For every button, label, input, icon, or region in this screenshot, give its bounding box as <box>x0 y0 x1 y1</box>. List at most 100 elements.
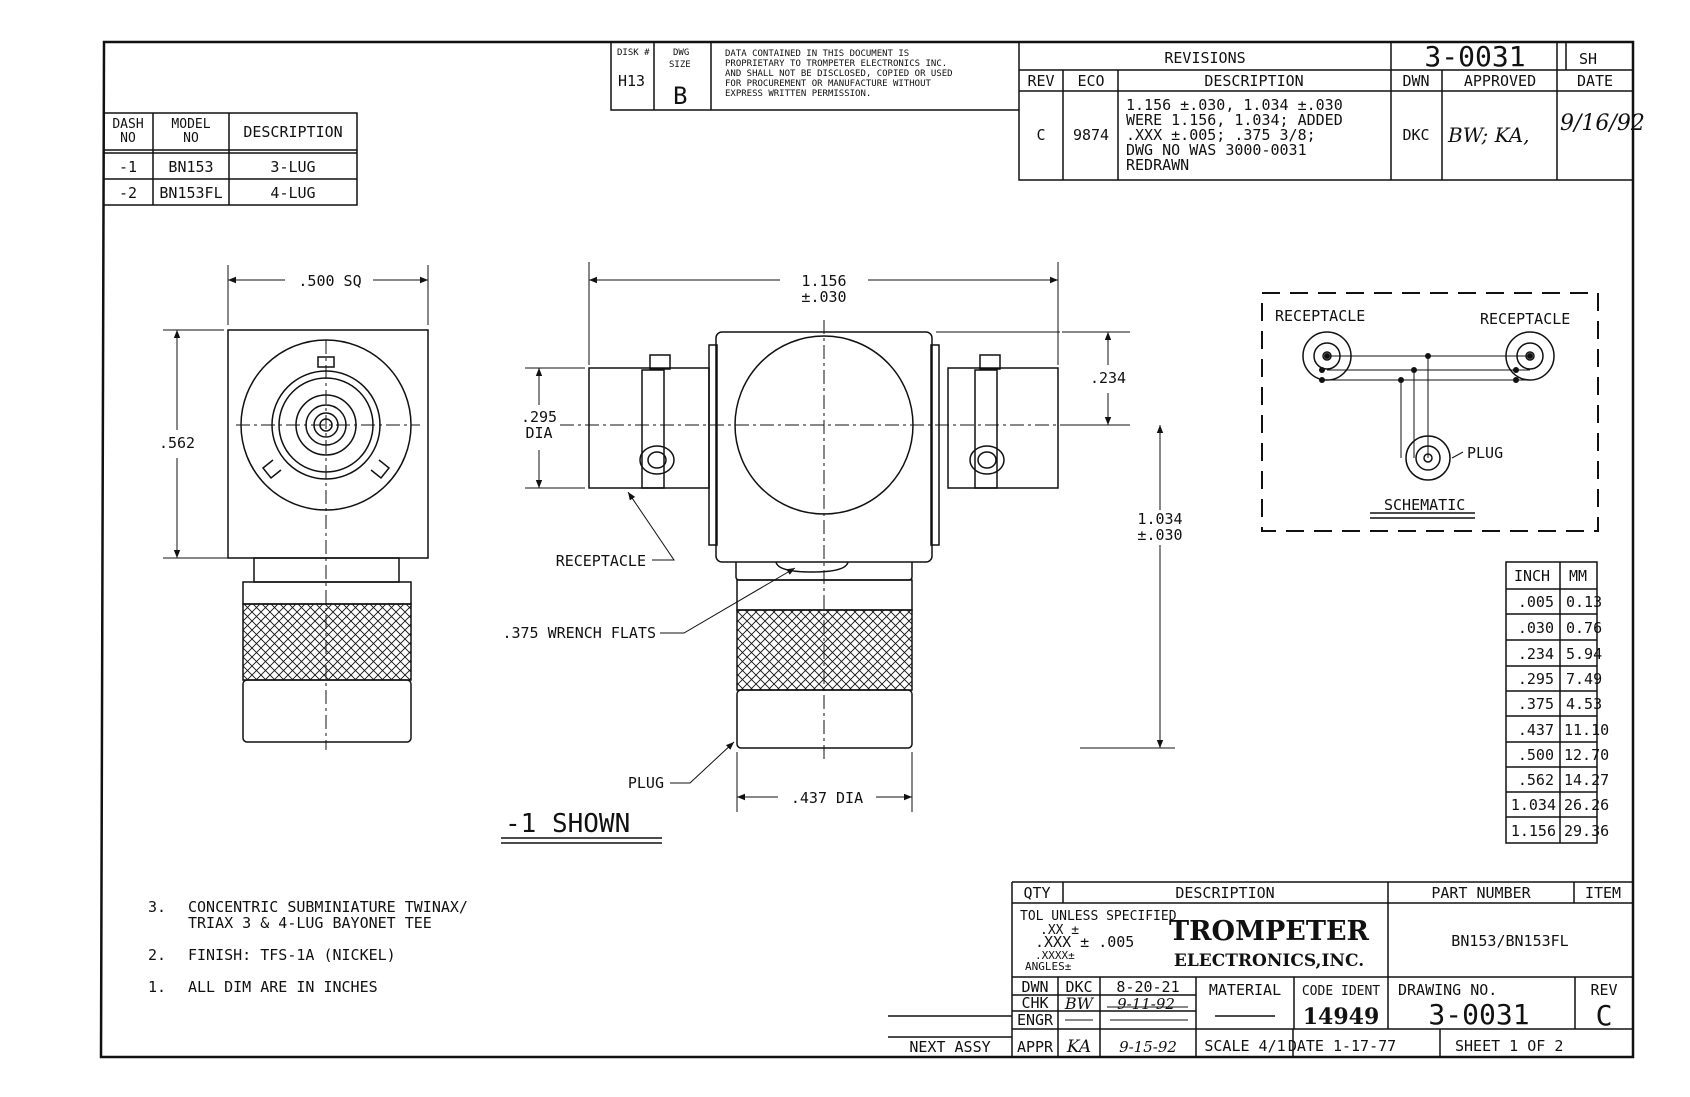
note-line: FINISH: TFS-1A (NICKEL) <box>188 946 396 964</box>
dwg-size-label: SIZE <box>669 60 691 70</box>
code-ident: 14949 <box>1303 1004 1380 1030</box>
col-dash: DASH <box>112 117 143 132</box>
table-row: .437 <box>1518 721 1554 739</box>
company-name: TROMPETER <box>1169 916 1369 947</box>
rev-value: C <box>1596 999 1613 1032</box>
chk-date: 9-11-92 <box>1117 995 1175 1013</box>
col-dash-no: NO <box>120 131 136 146</box>
table-row: .562 <box>1518 771 1554 789</box>
table-row: 1.034 <box>1511 796 1556 814</box>
table-row: .500 <box>1518 746 1554 764</box>
wrench-flats-label: .375 WRENCH FLATS <box>502 624 656 642</box>
callouts: RECEPTACLE .375 WRENCH FLATS PLUG -1 SHO… <box>501 491 796 844</box>
table-row: .234 <box>1518 645 1554 663</box>
col-eco: ECO <box>1077 72 1104 90</box>
disk-label: DISK # <box>617 48 650 58</box>
appr-date: 9-15-92 <box>1119 1038 1177 1056</box>
end-view <box>227 329 429 750</box>
description-label: DESCRIPTION <box>1175 884 1274 902</box>
date-signature: 9/16/92 <box>1560 111 1645 136</box>
table-row: 0.13 <box>1566 593 1602 611</box>
proprietary-line-3: AND SHALL NOT BE DISCLOSED, COPIED OR US… <box>725 69 953 79</box>
dash-table: DASH NO MODEL NO DESCRIPTION -1 BN153 3-… <box>104 112 358 206</box>
side-view <box>560 320 1080 760</box>
table-row: 0.76 <box>1566 619 1602 637</box>
tol-line-1: TOL UNLESS SPECIFIED <box>1020 909 1177 924</box>
col-approved: APPROVED <box>1464 72 1536 90</box>
table-row: 29.36 <box>1564 822 1609 840</box>
title-block: QTY DESCRIPTION PART NUMBER ITEM TOL UNL… <box>888 881 1633 1057</box>
note-line: ALL DIM ARE IN INCHES <box>188 978 378 996</box>
header-block: DISK # H13 DWG SIZE B DATA CONTAINED IN … <box>610 42 1019 111</box>
dim-562: .562 <box>159 434 195 452</box>
table-row: 14.27 <box>1564 771 1609 789</box>
part-number: BN153/BN153FL <box>1451 932 1568 950</box>
tol-line-4: .XXXX± <box>1035 949 1075 962</box>
chk-label: CHK <box>1021 994 1048 1012</box>
table-row: .030 <box>1518 619 1554 637</box>
col-rev: REV <box>1027 72 1054 90</box>
note-number: 2. <box>148 946 166 964</box>
dim-1034-tol: ±.030 <box>1137 526 1182 544</box>
schematic: RECEPTACLE RECEPTACLE PLUG SCHEMATIC <box>1261 292 1599 532</box>
dwn-value: DKC <box>1065 978 1092 996</box>
dim-437-dia: .437 DIA <box>791 789 863 807</box>
code-ident-label: CODE IDENT <box>1302 984 1380 999</box>
note-number: 1. <box>148 978 166 996</box>
drawing-no: 3-0031 <box>1428 998 1529 1031</box>
sheet: SHEET 1 OF 2 <box>1455 1037 1563 1055</box>
eco-value: 9874 <box>1073 126 1109 144</box>
dwg-size: B <box>673 82 687 110</box>
tol-line-2: .XX ± <box>1040 923 1079 938</box>
sheet-border <box>99 40 1635 1059</box>
revisions-title: REVISIONS <box>1164 49 1245 67</box>
col-dash-description: DESCRIPTION <box>243 123 342 141</box>
table-row: -1 <box>119 158 137 176</box>
dim-1034: 1.034 <box>1137 510 1182 528</box>
approved-signature: BW; KA, <box>1447 123 1530 147</box>
col-model: MODEL <box>171 117 210 132</box>
table-row: 4-LUG <box>270 184 315 202</box>
revisions-drawing-no: 3-0031 <box>1424 40 1525 73</box>
col-inch: INCH <box>1514 567 1550 585</box>
proprietary-line-5: EXPRESS WRITTEN PERMISSION. <box>725 89 871 99</box>
rev-desc-line-4: DWG NO WAS 3000-0031 <box>1126 141 1307 159</box>
col-dwn: DWN <box>1402 72 1429 90</box>
schematic-receptacle-left: RECEPTACLE <box>1275 307 1365 325</box>
note-line: CONCENTRIC SUBMINIATURE TWINAX/ <box>188 898 468 916</box>
qty-label: QTY <box>1023 884 1050 902</box>
item-label: ITEM <box>1585 884 1621 902</box>
note-line: TRIAX 3 & 4-LUG BAYONET TEE <box>188 914 432 932</box>
tol-line-5: ANGLES± <box>1025 960 1072 973</box>
rev-desc-line-5: REDRAWN <box>1126 156 1189 174</box>
appr-label: APPR <box>1017 1038 1054 1056</box>
dwn-value: DKC <box>1402 126 1429 144</box>
table-row: 7.49 <box>1566 670 1602 688</box>
proprietary-line-1: DATA CONTAINED IN THIS DOCUMENT IS <box>725 49 909 59</box>
rev-desc-line-1: 1.156 ±.030, 1.034 ±.030 <box>1126 96 1343 114</box>
notes: 3. CONCENTRIC SUBMINIATURE TWINAX/ TRIAX… <box>148 898 468 996</box>
dim-295-dia: DIA <box>525 424 552 442</box>
scale: SCALE 4/1 <box>1204 1037 1285 1055</box>
table-row: 26.26 <box>1564 796 1609 814</box>
dwn-label: DWN <box>1021 978 1048 996</box>
next-assy-label: NEXT ASSY <box>909 1038 990 1056</box>
table-row: .375 <box>1518 695 1554 713</box>
proprietary-line-2: PROPRIETARY TO TROMPETER ELECTRONICS INC… <box>725 59 947 69</box>
col-description: DESCRIPTION <box>1204 72 1303 90</box>
disk-value: H13 <box>618 72 645 90</box>
table-row: 4.53 <box>1566 695 1602 713</box>
sh-label: SH <box>1579 50 1597 68</box>
tol-line-3: .XXX ± .005 <box>1035 933 1134 951</box>
schematic-title: SCHEMATIC <box>1384 496 1465 514</box>
col-mm: MM <box>1569 567 1587 585</box>
appr-signature: KA <box>1066 1037 1091 1057</box>
plug-label: PLUG <box>628 774 664 792</box>
table-row: BN153FL <box>159 184 222 202</box>
schematic-receptacle-right: RECEPTACLE <box>1480 310 1570 328</box>
table-row: 1.156 <box>1511 822 1556 840</box>
col-date: DATE <box>1577 72 1613 90</box>
engr-label: ENGR <box>1017 1011 1054 1029</box>
dim-1156-tol: ±.030 <box>801 288 846 306</box>
